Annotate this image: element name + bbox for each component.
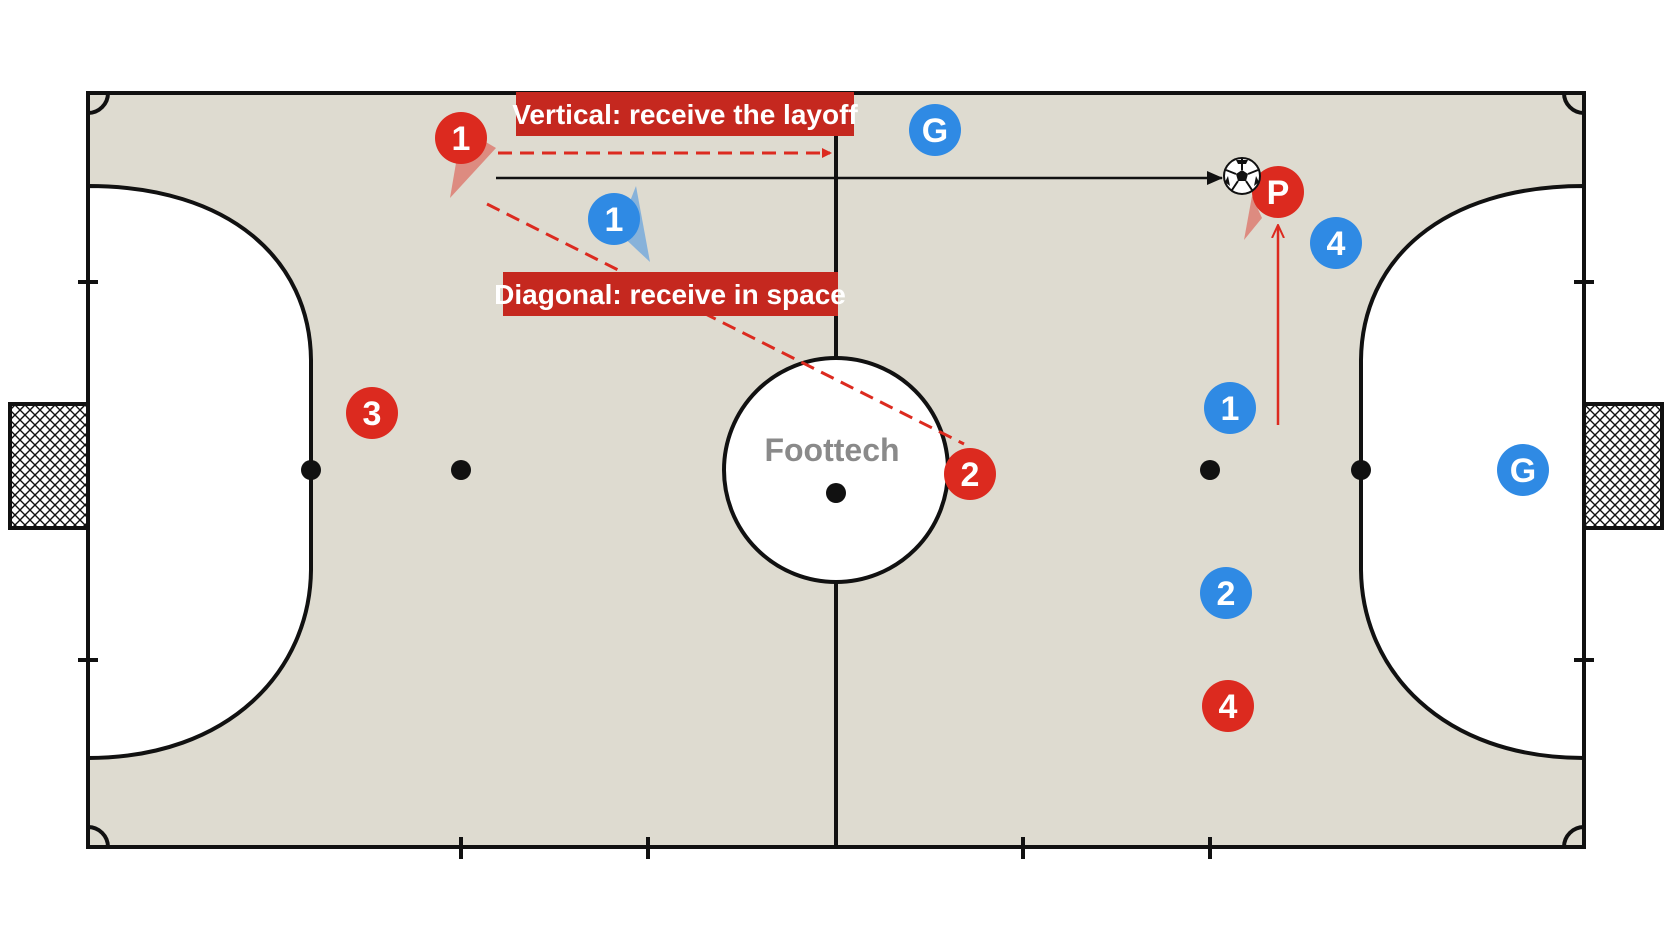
red-player-3-number: 3 bbox=[363, 395, 382, 433]
blue-player-2-number: 2 bbox=[1217, 575, 1236, 613]
blue-goalkeeper-right[interactable]: G bbox=[1497, 444, 1549, 496]
blue-player-4-number: 4 bbox=[1327, 225, 1346, 263]
center-circle bbox=[722, 356, 950, 584]
right-penalty-area bbox=[1359, 183, 1586, 761]
blue-player-1-right-number: 1 bbox=[1221, 390, 1240, 428]
diagonal-label-text: Diagonal: receive in space bbox=[494, 279, 846, 310]
blue-goalkeeper-top-letter: G bbox=[922, 112, 948, 150]
corner-arc-top-right bbox=[1562, 92, 1585, 115]
red-pivot-vision-cone bbox=[1244, 196, 1262, 240]
red-player-2[interactable]: 2 bbox=[944, 448, 996, 500]
red-player-1-number: 1 bbox=[452, 120, 471, 158]
vertical-label-text: Vertical: receive the layoff bbox=[512, 99, 858, 130]
blue-goalkeeper-right-letter: G bbox=[1510, 452, 1536, 490]
corner-arc-bottom-left bbox=[87, 825, 110, 848]
blue-player-1-right[interactable]: 1 bbox=[1204, 382, 1256, 434]
blue-player-1-left-number: 1 bbox=[605, 201, 624, 239]
red-player-3[interactable]: 3 bbox=[346, 387, 398, 439]
red-player-4-number: 4 bbox=[1219, 688, 1238, 726]
red-pivot[interactable]: P bbox=[1244, 166, 1304, 240]
blue-goalkeeper-top[interactable]: G bbox=[909, 104, 961, 156]
left-penalty-area bbox=[86, 183, 313, 761]
right-penalty-spot bbox=[1351, 460, 1371, 480]
blue-player-4[interactable]: 4 bbox=[1310, 217, 1362, 269]
red-pivot-letter: P bbox=[1267, 174, 1290, 212]
soccer-ball-icon[interactable] bbox=[1223, 157, 1261, 195]
vertical-label: Vertical: receive the layoff bbox=[512, 92, 858, 136]
red-player-4[interactable]: 4 bbox=[1202, 680, 1254, 732]
diagonal-run-arrow bbox=[486, 202, 965, 446]
left-goal-net bbox=[8, 402, 90, 530]
center-spot bbox=[826, 483, 846, 503]
diagonal-label: Diagonal: receive in space bbox=[494, 272, 846, 316]
red-player-2-number: 2 bbox=[961, 456, 980, 494]
left-penalty-spot bbox=[301, 460, 321, 480]
watermark: Foottech bbox=[764, 432, 899, 468]
blue-player-2[interactable]: 2 bbox=[1200, 567, 1252, 619]
corner-arc-top-left bbox=[87, 92, 110, 115]
boundary-tick-marks bbox=[78, 280, 1594, 859]
right-goal-net bbox=[1582, 402, 1664, 530]
corner-arc-bottom-right bbox=[1562, 825, 1585, 848]
red-player-1[interactable]: 1 bbox=[435, 112, 496, 198]
left-second-penalty-spot bbox=[451, 460, 471, 480]
blue-player-1-left[interactable]: 1 bbox=[588, 186, 650, 262]
right-second-penalty-spot bbox=[1200, 460, 1220, 480]
